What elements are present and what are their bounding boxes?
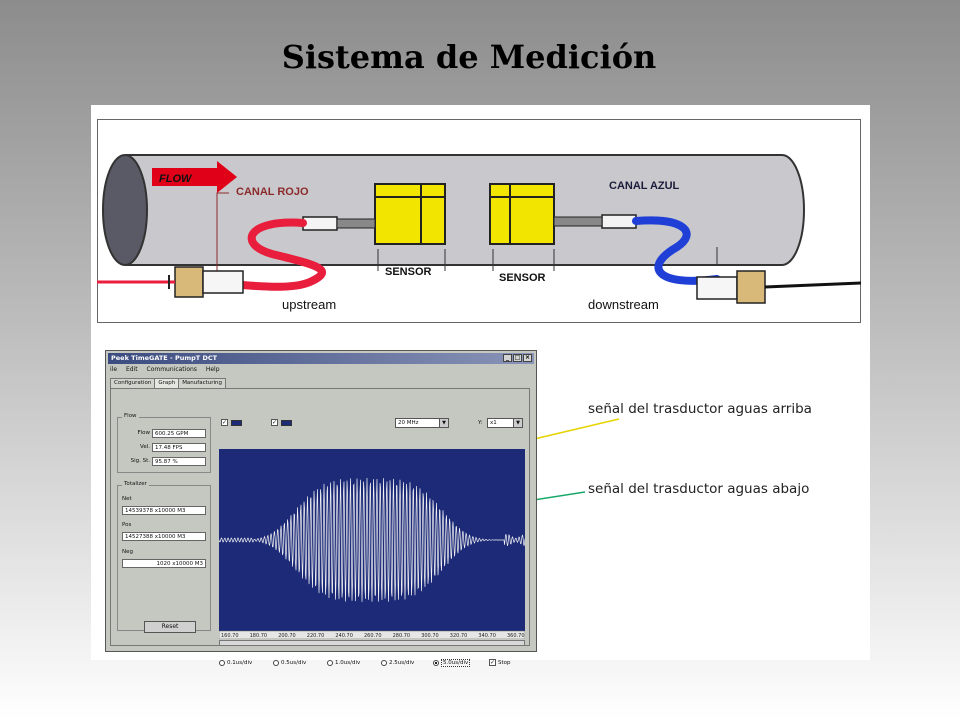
channel-1-color-swatch <box>231 420 242 426</box>
scope-scrollbar[interactable] <box>219 640 525 646</box>
blue-channel-label: CANAL AZUL <box>609 180 680 192</box>
scope-x-tick-label: 240.70 <box>335 633 353 639</box>
close-button[interactable]: × <box>523 354 532 362</box>
signal-strength-value: 95.87 % <box>152 457 206 466</box>
scope-x-tick-label: 220.70 <box>307 633 325 639</box>
scope-x-tick-label: 200.70 <box>278 633 296 639</box>
transducer-right <box>601 214 637 229</box>
flow-group: Flow Flow 600.25 GPM Vel. 17.48 FPS Sig.… <box>117 413 211 473</box>
upstream-label: upstream <box>282 297 336 312</box>
channel-2-color-swatch <box>281 420 292 426</box>
frequency-select-value: 20 MHz <box>398 420 419 426</box>
radio-icon <box>219 659 225 666</box>
menu-edit[interactable]: Edit <box>125 366 138 373</box>
minimize-button[interactable]: _ <box>503 354 512 362</box>
transducer-left <box>302 216 338 231</box>
connector-left <box>174 266 204 298</box>
scope-x-tick-label: 180.70 <box>250 633 268 639</box>
radio-icon <box>381 659 387 666</box>
radio-icon <box>327 659 333 666</box>
maximize-button[interactable]: □ <box>513 354 522 362</box>
velocity-field-value: 17.48 FPS <box>152 443 206 452</box>
upstream-signal-callout: señal del trasductor aguas arriba <box>588 401 812 417</box>
window-title-bar: Peek TimeGATE - PumpT DCT _ □ × <box>108 353 534 364</box>
neg-label: Neg <box>122 549 133 555</box>
radio-icon <box>273 659 279 666</box>
sensor-right <box>489 183 555 245</box>
net-value: 14539378 x10000 M3 <box>122 506 206 515</box>
connector-right <box>696 276 738 300</box>
scope-x-tick-label: 300.70 <box>421 633 439 639</box>
timebase-options: 0.1us/div 0.5us/div 1.0us/div 2.5us/div … <box>219 659 539 671</box>
velocity-field-label: Vel. <box>140 444 150 450</box>
neg-value: 1020 x10000 M3 <box>122 559 206 568</box>
red-channel-label: CANAL ROJO <box>236 186 309 198</box>
app-window: Peek TimeGATE - PumpT DCT _ □ × ile Edit… <box>105 350 537 667</box>
blue-cable <box>632 216 721 285</box>
sensor-left <box>374 183 446 245</box>
slide-title: Sistema de Medición <box>281 38 657 76</box>
menu-help[interactable]: Help <box>205 366 220 373</box>
scope-plot: 160.70 180.70 200.70 220.70 240.70 260.70 280.… <box>219 449 525 639</box>
timebase-option-5-0us[interactable]: 5.0us/div <box>433 659 471 667</box>
scope-x-tick-label: 320.70 <box>450 633 468 639</box>
flow-group-label: Flow <box>122 413 139 419</box>
stop-checkbox[interactable]: ✓ <box>489 659 496 666</box>
pipe-diagram: FLOW CANAL ROJO CANAL AZUL SENSOR SENSOR <box>97 119 861 323</box>
downstream-label: downstream <box>588 297 659 312</box>
pos-label: Pos <box>122 522 132 528</box>
red-cable <box>247 218 326 285</box>
scope-x-tick-label: 280.70 <box>393 633 411 639</box>
scope-x-tick-labels: 160.70 180.70 200.70 220.70 240.70 260.70 280.… <box>221 633 525 639</box>
radio-selected-icon <box>433 659 439 666</box>
flow-field-value: 600.25 GPM <box>152 429 206 438</box>
scope-x-tick-label: 160.70 <box>221 633 239 639</box>
flow-arrow <box>152 161 237 193</box>
menu-file[interactable]: ile <box>110 366 118 373</box>
menu-bar: ile Edit Communications Help <box>108 365 225 374</box>
y-scale-label: Y: <box>478 420 483 426</box>
tab-configuration[interactable]: Configuration <box>110 378 156 388</box>
totalizer-group-label: Totalizer <box>122 481 149 487</box>
graph-tab-panel: Flow Flow 600.25 GPM Vel. 17.48 FPS Sig.… <box>110 388 530 667</box>
timebase-option-2-5us[interactable]: 2.5us/div <box>381 659 414 667</box>
flow-field-label: Flow <box>137 430 150 436</box>
pos-value: 14527388 x10000 M3 <box>122 532 206 541</box>
chevron-down-icon: ▼ <box>513 419 522 427</box>
figure-panel: FLOW CANAL ROJO CANAL AZUL SENSOR SENSOR <box>91 105 870 667</box>
pipe-body <box>126 154 805 266</box>
totalizer-group: Totalizer Net 14539378 x10000 M3 Pos 145… <box>117 481 211 631</box>
y-scale-select[interactable]: x1 ▼ <box>487 418 523 428</box>
scope-x-tick-label: 340.70 <box>478 633 496 639</box>
scope-x-tick-label: 260.70 <box>364 633 382 639</box>
scope-waveform <box>219 477 525 602</box>
transducer-right-neck <box>553 216 603 227</box>
channel-1-checkbox[interactable]: ✓ <box>221 419 228 426</box>
timebase-option-1-0us[interactable]: 1.0us/div <box>327 659 360 667</box>
pipe-left-opening <box>102 154 148 266</box>
sensor-left-label: SENSOR <box>385 266 432 278</box>
flow-label: FLOW <box>159 173 193 185</box>
stop-checkbox-option[interactable]: ✓Stop <box>489 659 511 666</box>
channel-2-checkbox[interactable]: ✓ <box>271 419 278 426</box>
menu-communications[interactable]: Communications <box>146 366 197 373</box>
sensor-right-label: SENSOR <box>499 272 546 284</box>
tab-manufacturing[interactable]: Manufacturing <box>178 378 227 388</box>
reset-button[interactable]: Reset <box>144 621 196 633</box>
downstream-signal-callout: señal del trasductor aguas abajo <box>588 481 810 497</box>
transducer-left-neck <box>336 218 376 229</box>
y-scale-select-value: x1 <box>490 420 497 426</box>
window-title: Peek TimeGATE - PumpT DCT <box>111 354 218 362</box>
tab-graph[interactable]: Graph <box>154 378 180 388</box>
scope-x-tick-label: 360.70 <box>507 633 525 639</box>
signal-strength-label: Sig. St. <box>130 458 150 464</box>
timebase-option-0-5us[interactable]: 0.5us/div <box>273 659 306 667</box>
scope-trace <box>219 477 525 602</box>
chevron-down-icon: ▼ <box>439 419 448 427</box>
net-label: Net <box>122 496 132 502</box>
timebase-option-0-1us[interactable]: 0.1us/div <box>219 659 252 667</box>
frequency-select[interactable]: 20 MHz ▼ <box>395 418 449 428</box>
